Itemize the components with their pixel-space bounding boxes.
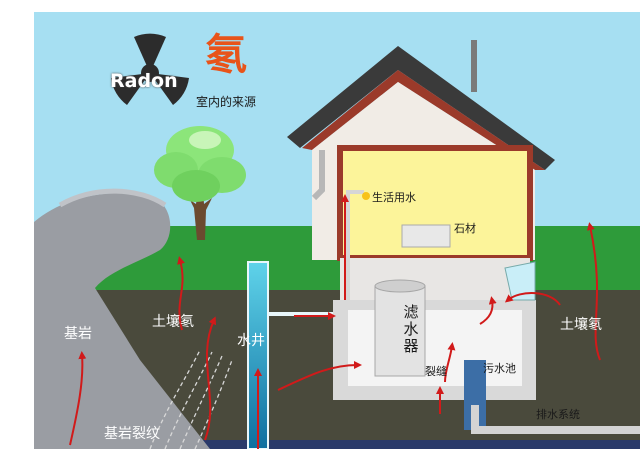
- arrow-crack: [444, 342, 456, 383]
- arrow-floor: [479, 296, 497, 325]
- house-water-pipe: [346, 190, 364, 300]
- label-bedrock: 基岩: [64, 326, 92, 342]
- label-water-well: 水井: [237, 333, 265, 349]
- gutter: [311, 150, 325, 201]
- label-crack: 裂缝: [425, 365, 447, 378]
- arrow-fissure: [204, 316, 217, 441]
- label-soil-radon-left: 土壤氡: [152, 314, 194, 330]
- label-stone: 石材: [454, 222, 476, 235]
- filter-top: [374, 279, 426, 293]
- label-drainage-system: 排水系统: [536, 408, 580, 421]
- subtitle: 室内的来源: [196, 95, 257, 109]
- window-pane: [504, 261, 536, 301]
- label-sewage-tank: 污水池: [483, 362, 516, 375]
- label-bedrock-fissure: 基岩裂纹: [104, 426, 160, 442]
- label-domestic-water: 生活用水: [372, 191, 416, 204]
- bedrock: [34, 193, 210, 449]
- sump-pit: [464, 360, 486, 430]
- radiation-icon: [111, 33, 189, 105]
- sparkle-icon: [362, 192, 370, 200]
- deep-layer: [34, 440, 640, 449]
- water-filter-tank: [374, 285, 426, 377]
- arrow-soil-left: [177, 256, 185, 331]
- label-soil-radon-right: 土壤氡: [560, 317, 602, 333]
- drain-pipe: [471, 405, 640, 434]
- counter: [401, 224, 451, 248]
- chimney-icon: [471, 40, 477, 92]
- arrow-window: [504, 292, 561, 306]
- rock-highlight: [58, 188, 167, 208]
- label-water-filter: 滤水器: [403, 303, 419, 355]
- title-radon-en: Radon: [110, 70, 178, 92]
- radon-arrows: [69, 194, 601, 449]
- arrow-basement: [277, 361, 362, 391]
- tree-icon: [154, 126, 246, 240]
- arrow-soil-right: [586, 222, 601, 361]
- title-radon-cn: 氡: [205, 30, 248, 79]
- water-well: [247, 261, 269, 449]
- arrow-bedrock: [69, 351, 87, 446]
- bedrock-fissures: [149, 349, 233, 449]
- ground-floor: [340, 258, 530, 306]
